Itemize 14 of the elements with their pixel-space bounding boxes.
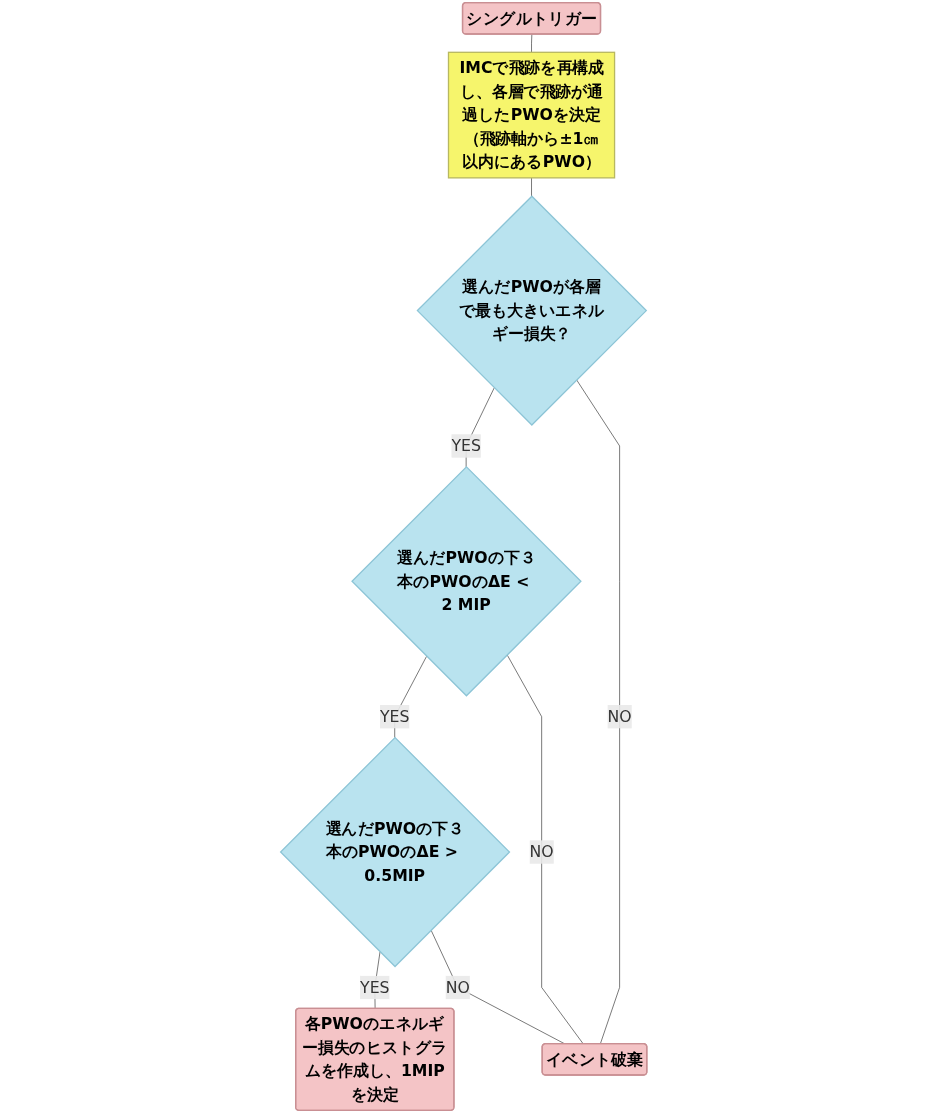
connector xyxy=(531,177,533,197)
edge-label: NO xyxy=(445,978,471,997)
node-diamond: 選んだPWOの下３本のPWOのΔE > 0.5MIP xyxy=(279,736,511,968)
node-box: IMCで飛跡を再構成し、各層で飛跡が通過したPWOを決定（飛跡軸から±1㎝以内にあるPWO） xyxy=(448,51,616,179)
connector xyxy=(507,654,584,1045)
node-diamond: 選んだPWOが各層で最も大きいエネルギー損失？ xyxy=(416,195,648,426)
connector xyxy=(576,379,621,1045)
connector xyxy=(531,34,533,53)
edge-label: NO xyxy=(607,707,632,726)
edge-label: YES xyxy=(380,707,410,726)
node-diamond: 選んだPWOの下３本のPWOのΔE < 2 MIP xyxy=(351,466,583,697)
edge-label: YES xyxy=(451,436,482,456)
edge-label: NO xyxy=(529,842,554,862)
edge-label: YES xyxy=(360,978,390,997)
